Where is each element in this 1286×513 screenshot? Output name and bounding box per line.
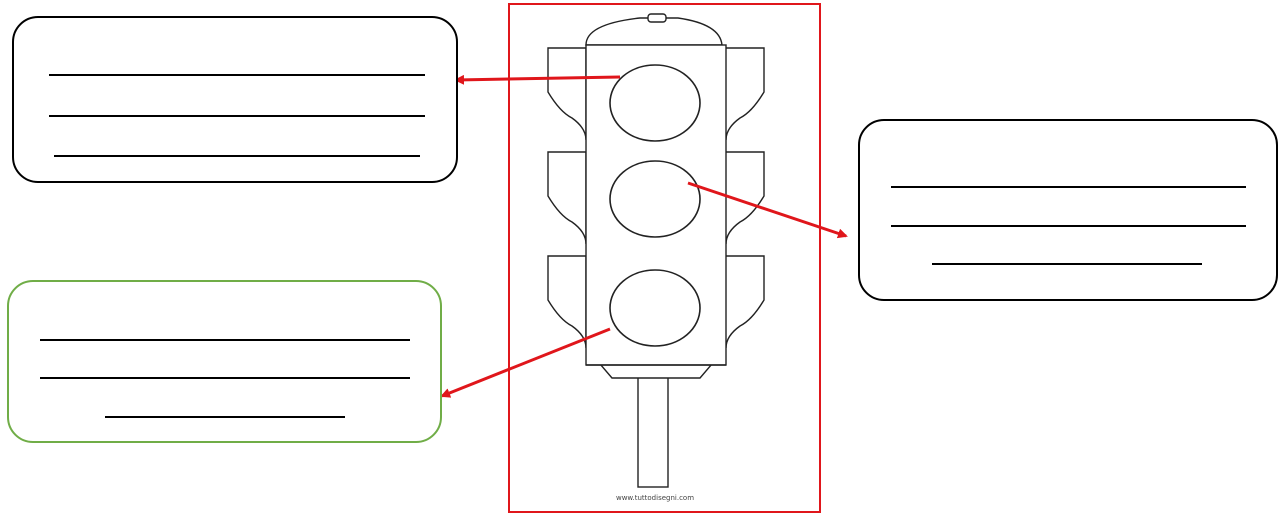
bottom-light [609,269,701,347]
blank-line[interactable] [891,186,1246,188]
arrow-middle-light [687,181,848,239]
answer-box-right [858,119,1278,301]
watermark: www.tuttodisegni.com [615,494,695,502]
answer-box-top-left [12,16,458,183]
blank-line[interactable] [40,339,410,341]
answer-box-bottom-left [7,280,442,443]
blank-line[interactable] [54,155,420,157]
blank-line[interactable] [891,225,1246,227]
blank-line[interactable] [49,74,425,76]
blank-line[interactable] [49,115,425,117]
blank-line[interactable] [40,377,410,379]
blank-line[interactable] [105,416,345,418]
top-light [609,64,701,142]
blank-line[interactable] [932,263,1202,265]
arrow-top-light [454,74,621,85]
middle-light [609,160,701,238]
arrow-bottom-light [440,327,611,398]
